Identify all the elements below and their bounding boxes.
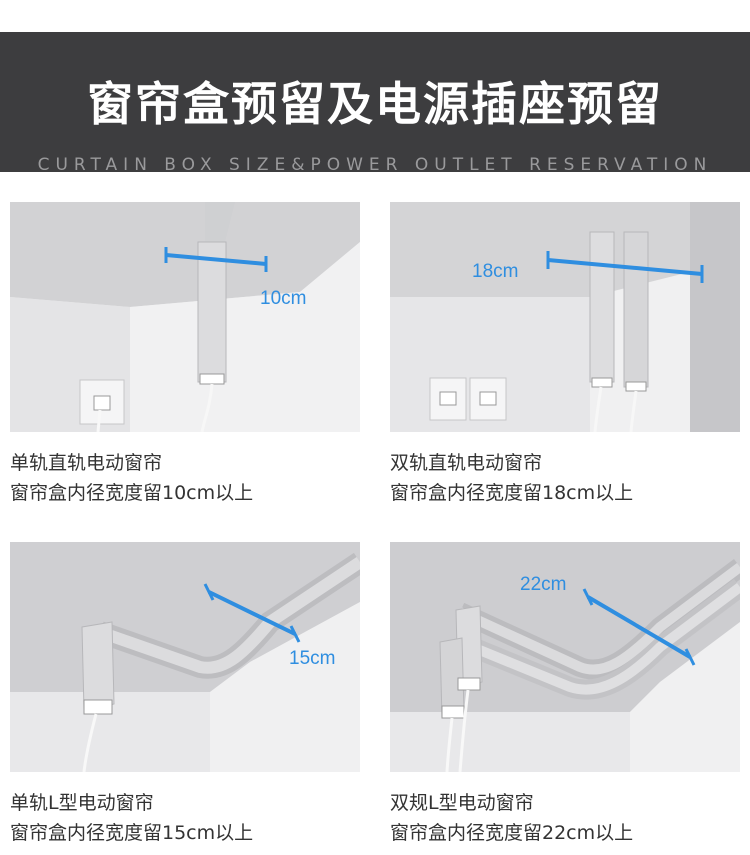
curtain-box-photo <box>10 542 360 772</box>
card-title: 双轨直轨电动窗帘 <box>390 452 543 474</box>
curtain-box-photo <box>10 202 360 432</box>
card-description: 窗帘盒内径宽度留18cm以上 <box>390 482 634 504</box>
card-description: 窗帘盒内径宽度留10cm以上 <box>10 482 254 504</box>
dimension-label: 10cm <box>260 288 307 309</box>
card-single-l-shape: 15cm 单轨L型电动窗帘 窗帘盒内径宽度留15cm以上 <box>10 542 360 847</box>
dimension-line <box>582 588 696 666</box>
card-title: 单轨直轨电动窗帘 <box>10 452 163 474</box>
card-description: 窗帘盒内径宽度留15cm以上 <box>10 822 254 844</box>
dimension-label: 18cm <box>472 261 519 282</box>
dimension-line <box>164 247 268 272</box>
curtain-box-photo <box>390 202 740 432</box>
header-banner: 窗帘盒预留及电源插座预留 CURTAIN BOX SIZE&POWER OUTL… <box>0 32 750 175</box>
page-title: 窗帘盒预留及电源插座预留 <box>87 77 663 131</box>
dimension-label: 15cm <box>289 648 336 669</box>
dimension-label: 22cm <box>520 574 567 595</box>
dimension-line <box>203 583 301 643</box>
card-double-straight: 18cm 双轨直轨电动窗帘 窗帘盒内径宽度留18cm以上 <box>390 202 740 507</box>
card-single-straight: 10cm 单轨直轨电动窗帘 窗帘盒内径宽度留10cm以上 <box>10 202 360 507</box>
page-subtitle: CURTAIN BOX SIZE&POWER OUTLET RESERVATIO… <box>37 155 713 175</box>
dimension-line <box>546 251 704 283</box>
card-title: 双规L型电动窗帘 <box>390 792 534 814</box>
card-double-l-shape: 22cm 双规L型电动窗帘 窗帘盒内径宽度留22cm以上 <box>390 542 740 847</box>
curtain-box-photo <box>390 542 740 772</box>
card-title: 单轨L型电动窗帘 <box>10 792 154 814</box>
card-description: 窗帘盒内径宽度留22cm以上 <box>390 822 634 844</box>
